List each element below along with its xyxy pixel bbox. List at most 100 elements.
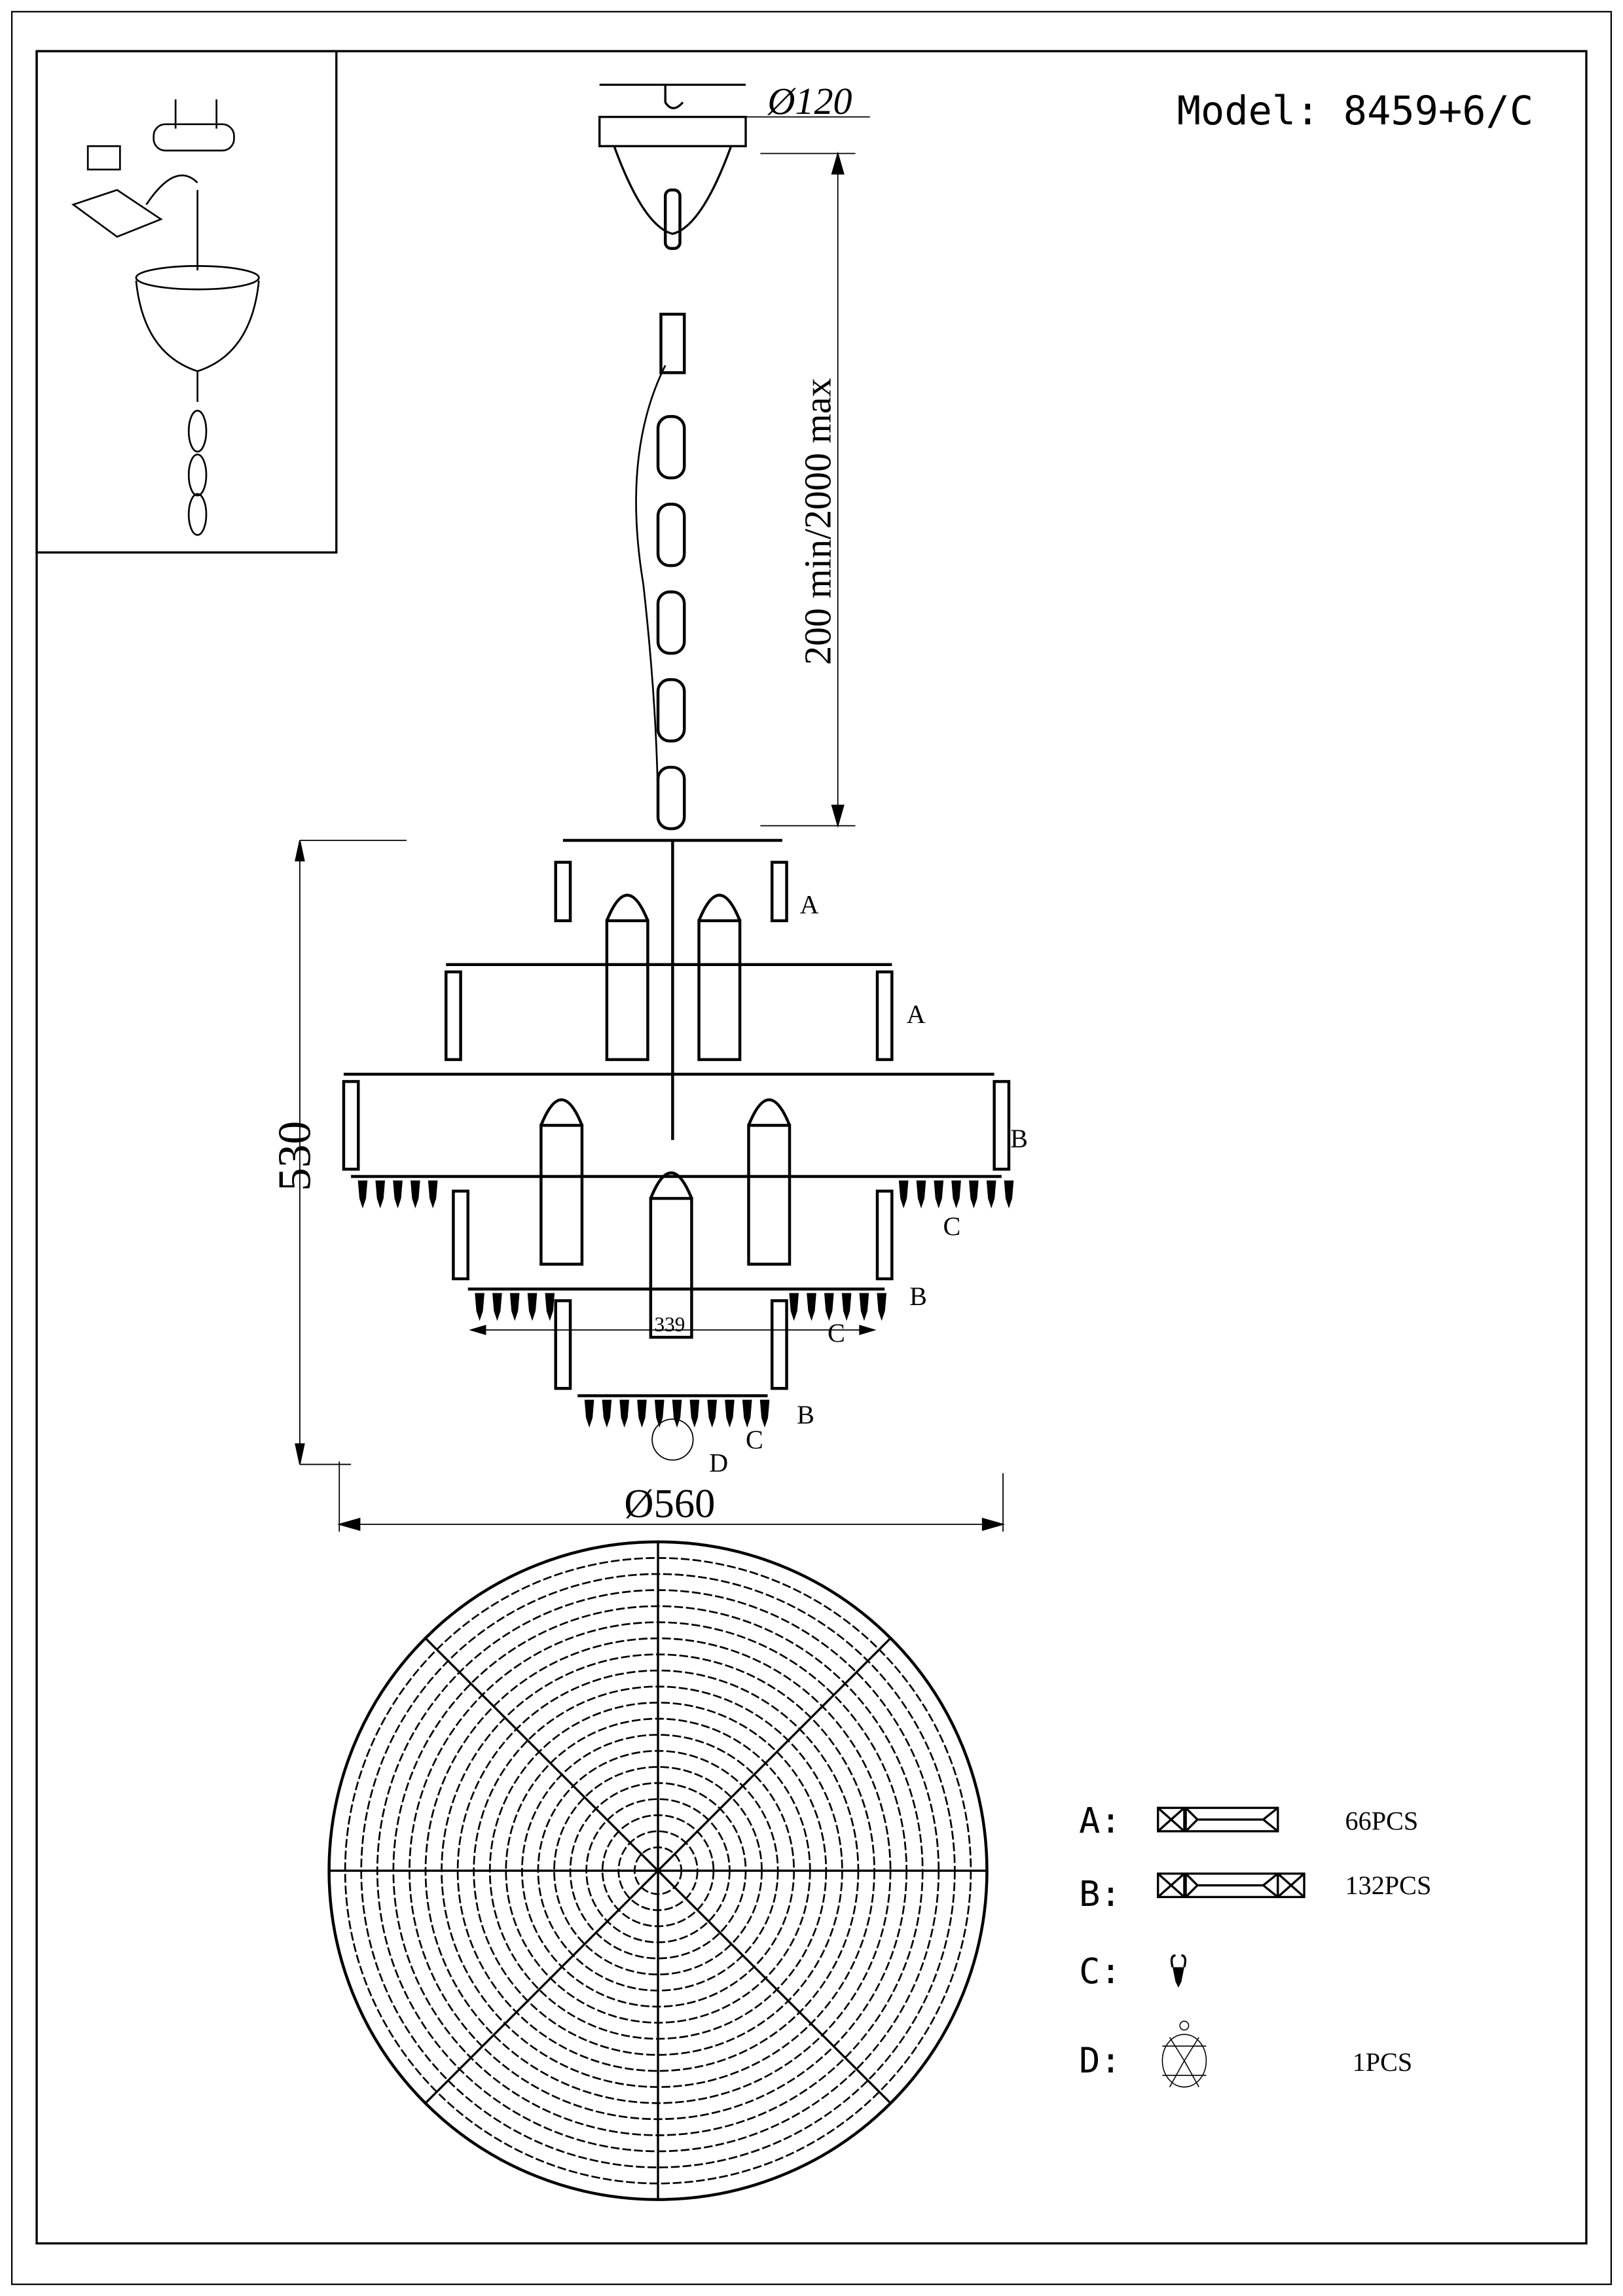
callout-c: C (943, 1211, 960, 1241)
callout-d: D (709, 1448, 728, 1478)
crystal-prism (770, 861, 788, 923)
height-label: 530 (269, 1121, 321, 1191)
crystal-ball (651, 1418, 694, 1461)
installation-inset (35, 50, 338, 554)
plan-view (327, 1540, 989, 2201)
crystal-drop (509, 1293, 520, 1321)
chain-link (656, 503, 686, 567)
chain (635, 188, 686, 831)
legend-qty-a: 66PCS (1345, 1806, 1419, 1836)
chain-link (656, 678, 686, 743)
candle-bulb (747, 1098, 792, 1126)
height-dimension (295, 840, 407, 1465)
crystal-drop (859, 1293, 869, 1321)
crystal-drop (357, 1180, 368, 1209)
diameter-dimension (337, 1325, 1006, 1532)
candle-sleeve (539, 1124, 584, 1266)
callout-a: A (907, 999, 926, 1029)
crystal-drop (934, 1180, 944, 1209)
inner-width-label: 339 (654, 1313, 685, 1336)
callout-a: A (800, 890, 819, 920)
callout-b: B (1010, 1124, 1028, 1153)
crystal-drop (672, 1399, 682, 1428)
crystal-prism (452, 1189, 469, 1281)
canopy-diameter-label: Ø120 (767, 80, 852, 122)
crystal-drop (410, 1180, 420, 1209)
ceiling-canopy (598, 83, 870, 236)
crystal-drop (759, 1399, 770, 1428)
crystal-prism (342, 1080, 360, 1171)
crystal-prism (875, 1189, 894, 1281)
frame-spoke (424, 1637, 659, 1872)
crystal-prism (445, 970, 462, 1062)
legend-key-b: B: (1079, 1873, 1122, 1914)
crystal-drop (742, 1399, 752, 1428)
chandelier-elevation (342, 838, 1014, 1461)
crystal-drop (841, 1293, 852, 1321)
crystal-drop (707, 1399, 717, 1428)
crystal-drop (916, 1180, 926, 1209)
model-label: Model: 8459+6/C (1177, 88, 1533, 134)
legend-qty-d: 1PCS (1353, 2047, 1413, 2077)
candle-bulb (649, 1171, 693, 1199)
chain-link (656, 415, 686, 480)
crystal-drop (969, 1180, 979, 1209)
crystal-drop (986, 1180, 996, 1209)
crystal-drop (951, 1180, 961, 1209)
callout-c: C (746, 1425, 763, 1454)
crystal-drop (527, 1293, 538, 1321)
crystal-drop (545, 1293, 555, 1321)
frame-spoke (657, 1870, 892, 2104)
crystal-drop (877, 1293, 886, 1321)
crystal-drop (654, 1399, 665, 1428)
candle-sleeve (649, 1196, 693, 1339)
crystal-drop (637, 1399, 647, 1428)
crystal-ball-icon (1161, 2020, 1207, 2088)
crystal-prism (554, 861, 572, 923)
legend-key-c: C: (1079, 1950, 1122, 1992)
candle-sleeve (697, 919, 742, 1062)
callout-c: C (828, 1318, 845, 1348)
outer-border (10, 10, 1613, 2286)
crystal-prism (993, 1080, 1011, 1171)
chain-link (656, 766, 686, 831)
crystal-drop (393, 1180, 403, 1209)
diameter-label: Ø560 (624, 1480, 715, 1526)
crystal-drop (789, 1293, 799, 1321)
installation-diagram (71, 99, 260, 536)
crystal-drop-icon (1170, 1954, 1187, 1988)
candle-bulb (605, 893, 649, 922)
crystal-prism-double-icon (1157, 1872, 1305, 1899)
crystal-drop (584, 1399, 594, 1428)
crystal-prism (875, 970, 894, 1062)
legend-key-d: D: (1079, 2039, 1122, 2081)
crystal-drop (375, 1180, 386, 1209)
legend-qty-b: 132PCS (1345, 1871, 1432, 1900)
parts-legend: A: 66PCS B: 132PCS C: D: 1PCS (1079, 1800, 1432, 2088)
candle-sleeve (747, 1124, 792, 1266)
crystal-drop (807, 1293, 816, 1321)
crystal-drop (428, 1180, 438, 1209)
crystal-drop (492, 1293, 502, 1321)
chain-link (656, 590, 686, 655)
frame-spoke (657, 1637, 892, 1872)
crystal-drop (898, 1180, 909, 1209)
inner-border (35, 50, 1588, 2245)
crystal-drop (1004, 1180, 1014, 1209)
candle-bulb (697, 893, 742, 922)
crystal-prism-single-icon (1157, 1806, 1279, 1833)
crystal-drop (824, 1293, 834, 1321)
crystal-drop (475, 1293, 484, 1321)
crystal-drop (619, 1399, 629, 1428)
crystal-drop (602, 1399, 612, 1428)
crystal-drop (689, 1399, 700, 1428)
chain-length-dimension (760, 151, 856, 828)
frame-spoke (424, 1870, 659, 2104)
callout-b: B (909, 1282, 927, 1311)
callout-b: B (797, 1400, 814, 1429)
crystal-prism (554, 1299, 572, 1390)
chain-length-label: 200 min/2000 max (797, 378, 839, 665)
candle-bulb (539, 1098, 583, 1126)
